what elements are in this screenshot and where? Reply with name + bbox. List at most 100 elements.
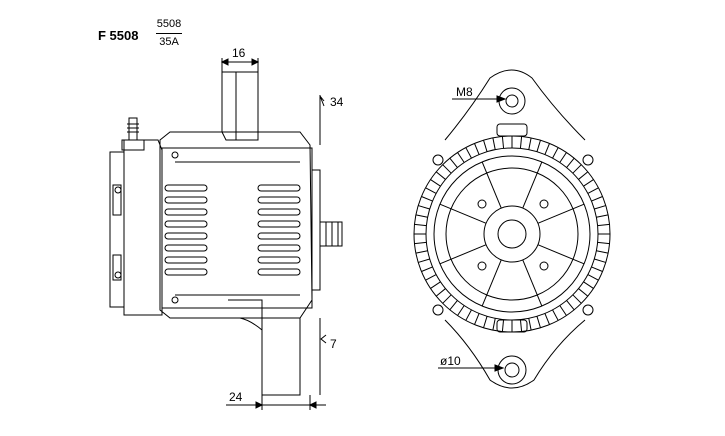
spoke-line [522,161,543,209]
fan-ring [445,167,579,301]
pulley-hub [483,205,541,263]
fin-line [578,171,589,180]
dim-bottom-width [226,395,326,410]
front-screw-4 [539,261,549,271]
dim-top-width-label: 16 [232,46,246,60]
fin-line [596,250,609,254]
fin-line [596,214,609,218]
fin-line [519,319,523,332]
stator-core [161,147,313,309]
fin-line [552,147,559,159]
hole-diameter-label: ø10 [440,354,461,368]
fin-line [492,318,496,331]
fin-line [415,214,428,218]
housing-inner [433,155,591,313]
fin-line [442,164,452,174]
thread-leader [452,95,507,103]
corner-screw-2 [582,154,594,166]
rear-cap-detail [112,184,122,216]
fraction-bar [156,33,182,34]
top-lug-boss [498,87,526,115]
fan-spokes [439,161,585,307]
fin-line [572,164,582,174]
model-code: F 5508 [98,28,139,43]
dim-top-height-label: 34 [330,95,344,109]
spoke-line [481,259,502,307]
hole-leader [438,364,505,372]
fin-line [587,274,599,281]
front-screw-3 [477,261,487,271]
top-mounting-ear [221,71,259,141]
corner-screw-4 [582,304,594,316]
front-screw-2 [539,199,549,209]
fin-line [430,281,441,289]
dim-top-height [319,95,325,145]
bottom-connector [496,319,528,333]
spoke-line [439,203,487,224]
fin-line [591,266,603,272]
top-lug-hole [505,94,519,108]
fin-line [594,258,606,263]
dim-bottom-height [319,318,327,395]
corner-screw-3 [432,304,444,316]
fin-line [559,152,567,163]
fin-line [559,305,567,316]
fin-line [536,316,541,328]
bottom-mounting-ear [228,299,301,396]
rear-cap-detail-lower [112,254,122,281]
fin-line [414,223,427,227]
fin-line [566,300,575,311]
fin-line [474,313,480,325]
body-ribs [170,147,310,296]
rear-cap [109,151,125,308]
fin-line [597,241,610,245]
fin-line [465,309,472,321]
drive-shaft [319,221,343,247]
fin-line [483,316,488,328]
fin-line [597,223,610,227]
screw-rear-2 [114,271,122,279]
fin-line [492,137,496,150]
fin-line [528,137,532,150]
shaft-bore [497,219,527,249]
fin-line [435,288,446,297]
dim-top-width [220,58,260,72]
fin-line [457,305,465,316]
screw-rear-1 [114,186,122,194]
fin-line [544,313,550,325]
terminal-stud [128,117,138,141]
fin-line [519,136,523,149]
alternator-front-view [413,69,611,389]
fin-line [583,179,594,187]
alternator-side-view [109,71,343,396]
spoke-line [481,161,502,209]
cooling-fins-right [257,184,301,276]
fin-line [430,179,441,187]
fin-line [591,196,603,202]
terminal-base [121,139,145,151]
fin-line [449,157,458,168]
fin-line [501,136,505,149]
fin-line [483,140,488,152]
bottom-lug-boss [497,355,527,385]
screw-body-2 [171,296,179,304]
corner-screw-1 [432,154,444,166]
fin-line [418,258,430,263]
stator-body [159,131,313,319]
front-flange [311,169,321,291]
front-screw-1 [477,199,487,209]
fin-line [572,294,582,304]
model-fraction: 5508 35A [156,18,182,48]
fin-line [583,281,594,289]
spoke-line [439,244,487,265]
fraction-numerator: 5508 [156,18,182,30]
fin-line [528,318,532,331]
dim-bottom-height-label: 7 [330,337,337,351]
fin-line [449,300,458,311]
fin-line [442,294,452,304]
dim-bottom-width-label: 24 [229,390,243,404]
fin-line [415,250,428,254]
fin-line [414,241,427,245]
fin-line [425,274,437,281]
